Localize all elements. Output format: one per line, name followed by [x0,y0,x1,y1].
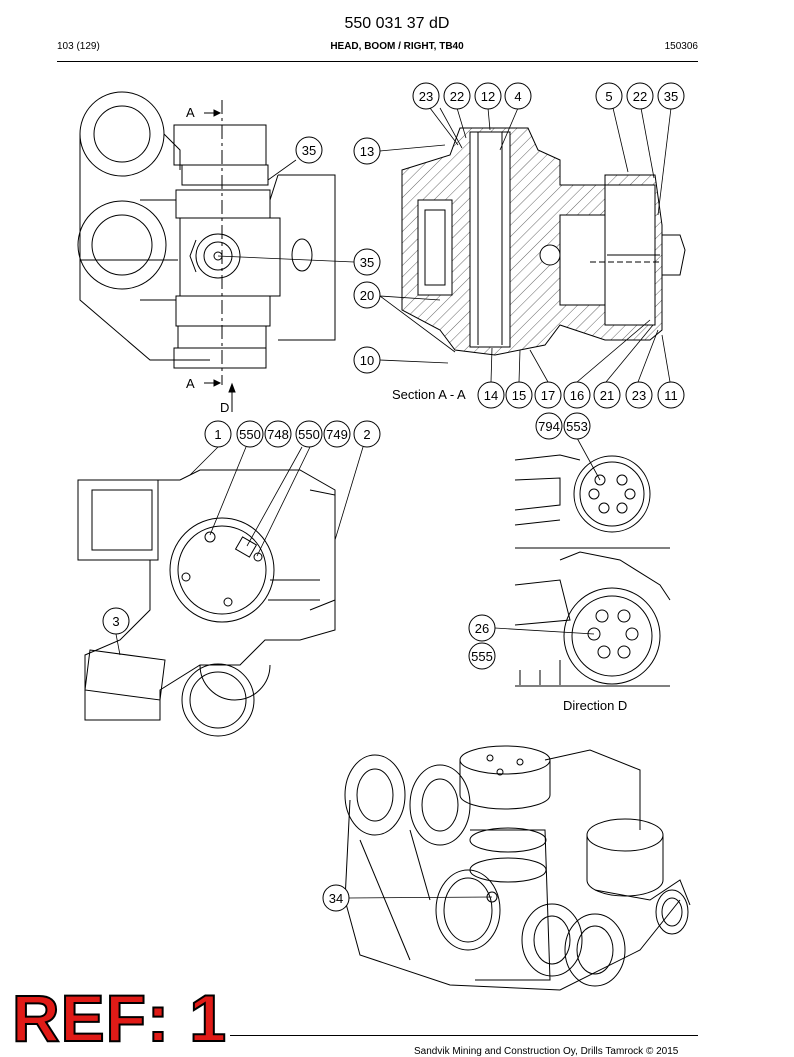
middle-leaders [115,446,364,656]
balloon: 35 [353,248,381,276]
balloon: 16 [563,381,591,409]
page-title: HEAD, BOOM / RIGHT, TB40 [330,41,464,52]
balloon: 1 [204,420,232,448]
svg-text:1: 1 [214,427,221,442]
svg-text:35: 35 [302,143,316,158]
footer-rule [230,1035,698,1036]
balloon: 34 [322,884,350,912]
doc-number: 550 031 37 dD [344,15,450,32]
balloon: 10 [353,346,381,374]
isometric-view [344,745,691,991]
svg-text:21: 21 [600,388,614,403]
svg-text:553: 553 [566,419,588,434]
svg-text:22: 22 [450,89,464,104]
balloon: 555 [468,642,496,670]
balloon: 748 [264,420,292,448]
balloon: 23 [625,381,653,409]
balloon: 22 [443,82,471,110]
section-line-a [204,100,236,412]
svg-text:15: 15 [512,388,526,403]
svg-text:5: 5 [605,89,612,104]
svg-text:10: 10 [360,353,374,368]
svg-text:550: 550 [239,427,261,442]
svg-text:35: 35 [664,89,678,104]
svg-text:23: 23 [632,388,646,403]
direction-label: Direction D [563,698,627,713]
balloon: 12 [474,82,502,110]
svg-text:2: 2 [363,427,370,442]
footer-copyright: Sandvik Mining and Construction Oy, Dril… [414,1046,679,1057]
direction-d-view [514,454,671,687]
svg-text:794: 794 [538,419,560,434]
svg-text:35: 35 [360,255,374,270]
svg-text:20: 20 [360,288,374,303]
header-rule [57,61,698,62]
balloon: 14 [477,381,505,409]
svg-text:13: 13 [360,144,374,159]
page-reference: 103 (129) [57,41,100,52]
svg-text:23: 23 [419,89,433,104]
direction-mark-d: D [220,400,229,415]
svg-text:12: 12 [481,89,495,104]
svg-text:22: 22 [633,89,647,104]
balloon: 21 [593,381,621,409]
top-left-leaders [217,159,355,263]
middle-left-view [77,469,336,737]
balloon: 550 [295,420,323,448]
section-a-a-view [401,127,686,356]
svg-text:17: 17 [541,388,555,403]
section-leaders [379,107,672,383]
section-label: Section A - A [392,387,466,402]
balloon: 22 [626,82,654,110]
balloon: 23 [412,82,440,110]
svg-text:550: 550 [298,427,320,442]
balloon: 35 [657,82,685,110]
balloon: 794 [535,412,563,440]
balloon: 11 [657,381,685,409]
svg-text:16: 16 [570,388,584,403]
balloon: 3 [102,607,130,635]
svg-text:11: 11 [664,388,678,403]
svg-text:4: 4 [514,89,521,104]
balloon: 35 [295,136,323,164]
svg-text:14: 14 [484,388,498,403]
balloon: 2 [353,420,381,448]
balloon: 550 [236,420,264,448]
svg-text:3: 3 [112,614,119,629]
svg-text:34: 34 [329,891,343,906]
page-date: 150306 [664,41,698,52]
section-mark-a-bottom: A [186,376,195,391]
balloon: 17 [534,381,562,409]
section-mark-a-top: A [186,105,195,120]
top-left-view [77,91,336,369]
svg-text:748: 748 [267,427,289,442]
balloon: 20 [353,281,381,309]
balloon: 13 [353,137,381,165]
ref-stamp: REF: 1 [11,981,228,1055]
direction-leaders [494,437,601,635]
svg-text:26: 26 [475,621,489,636]
balloon: 4 [504,82,532,110]
iso-leaders [348,896,493,899]
svg-text:555: 555 [471,649,493,664]
balloon: 553 [563,412,591,440]
svg-text:749: 749 [326,427,348,442]
balloon: 749 [323,420,351,448]
balloon: 15 [505,381,533,409]
balloon: 26 [468,614,496,642]
balloon: 5 [595,82,623,110]
